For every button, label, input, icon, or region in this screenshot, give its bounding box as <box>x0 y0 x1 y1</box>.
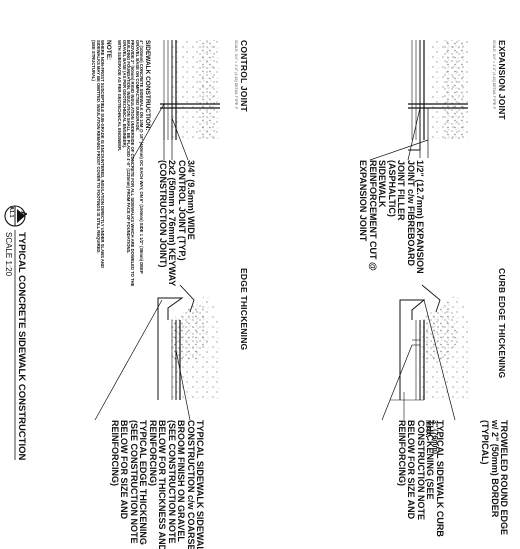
drawing-scale: SCALE 1:20 <box>4 232 13 277</box>
expansion-joint-subtitle: SCALE: 3/4" = 1'-0" (1:16) DETAIL TYPE: … <box>492 40 496 110</box>
section-marker-letter: A <box>19 211 28 217</box>
callout-line: SIDEWALK <box>377 160 388 208</box>
callout-line: TYPICAL EDGE THICKENING <box>138 420 149 545</box>
callout-line: JOINT FILLER <box>396 160 407 221</box>
drawing-title: TYPICAL CONCRETE SIDEWALK CONSTRUCTION <box>16 232 27 461</box>
dimension-value: 3" (76mm) <box>431 420 438 455</box>
callout-line: EXPANSION JOINT <box>358 160 369 242</box>
control-joint-title: CONTROL JOINT <box>239 40 249 112</box>
control-joint-subtitle: SCALE: 3/4" = 1'-0" (1:16) DETAIL TYPE: … <box>234 40 238 110</box>
callout-line: 3/4" (9.5mm) WIDE <box>186 160 196 240</box>
callout-line: REINFORCING) <box>110 420 121 486</box>
callout-line: TROWELED ROUND EDGE <box>499 420 509 536</box>
construction-notes: SIDEWALK CONSTRUCTION: 4" (100mm) CONCRE… <box>91 40 151 286</box>
callout-leaders <box>94 103 456 421</box>
callout-line: BELOW FOR SIZE AND <box>406 420 417 520</box>
note-heading: NOTE: <box>104 40 112 61</box>
callout-line: BROOM FINISH ON GRAVEL <box>176 420 187 542</box>
expansion-joint-drawing <box>408 40 468 158</box>
callout-line: BELOW FOR SIZE AND <box>119 420 130 520</box>
callout-line: CONTROL JOINT (TYP.) <box>176 160 187 261</box>
callout-line: BELOW FOR THICKNESS AND <box>157 420 168 549</box>
control-joint-drawing <box>160 40 220 160</box>
edge-thickening-callouts: TYPICAL SIDEWALK SIDEWAL CONSTRUCTION c/… <box>110 420 205 549</box>
gravel-hatch <box>444 40 464 140</box>
callout-line: REINFORCEMENT CUT @ <box>367 160 378 271</box>
callout-line: REINFORCING) <box>396 420 407 486</box>
callout-line: (TYPICAL) <box>480 420 491 465</box>
section-marker-symbol <box>4 205 26 227</box>
callout-line: JOINT c/w FIBREBOARD <box>405 160 416 267</box>
note-line: WITH SUBGRADE AS PER GEOTECHNICAL ENGINE… <box>117 40 123 152</box>
edge-thickening-title: EDGE THICKENING <box>239 268 249 351</box>
callout-line: (ASPHALTIC) <box>386 160 397 217</box>
section-marker-sheet: A1.1 <box>8 206 14 218</box>
curb-edge-callouts: TROWELED ROUND EDGE w/ 2" (50mm) BORDER … <box>397 420 509 537</box>
callout-line: (CONSTRUCTION JOINT) <box>157 160 168 268</box>
callout-line: TYPICAL SIDEWALK SIDEWAL <box>195 420 205 549</box>
expansion-joint-callouts: 1/2" (12.7mm) EXPANSION JOINT c/w FIBREB… <box>358 160 425 274</box>
curb-dimension: 3" (76mm) MAX. <box>423 420 438 454</box>
dimension-qualifier: MAX. <box>423 420 431 438</box>
curb-edge-title: CURB EDGE THICKENING <box>497 268 507 379</box>
callout-line: REINFORCING) <box>147 420 158 486</box>
edge-thickening-drawing <box>157 284 220 400</box>
callout-line: w/ 2" (50mm) BORDER <box>489 420 500 518</box>
callout-line: (SEE CONSTRUCTION NOTE <box>166 420 177 544</box>
expansion-joint-title: EXPANSION JOINT <box>497 40 507 120</box>
control-joint-callouts: 3/4" (9.5mm) WIDE CONTROL JOINT (TYP.) 2… <box>157 160 196 287</box>
callout-line: (SEE CONSTRUCTION NOTE <box>128 420 139 544</box>
callout-line: 2x2 (50mm x 76mm) KEYWAY <box>167 160 178 287</box>
curb-edge-drawing <box>390 284 470 420</box>
callout-line: 1/2" (12.7mm) EXPANSION <box>415 160 425 274</box>
callout-line: CONSTRUCTION c/w COARSE <box>185 420 196 549</box>
construction-heading: SIDEWALK CONSTRUCTION: <box>144 40 151 131</box>
